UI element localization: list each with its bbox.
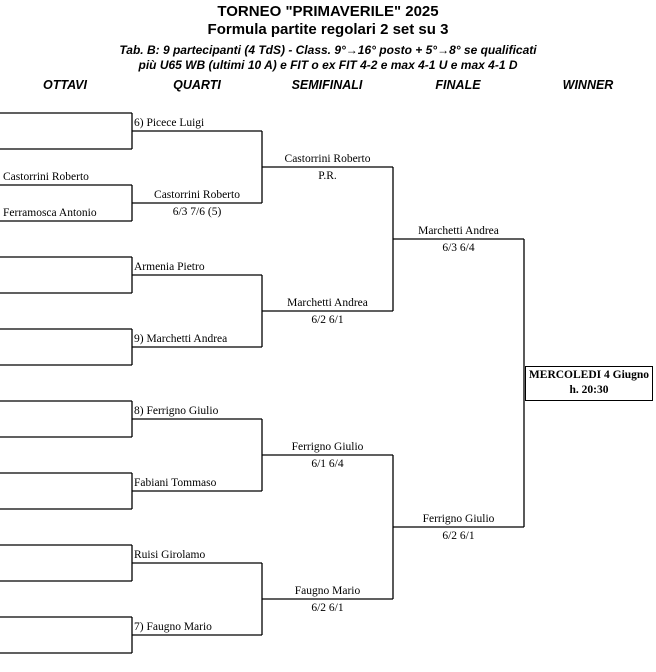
column-header-finale: FINALE <box>435 78 481 92</box>
finale-score: 6/3 6/4 <box>442 242 475 254</box>
ottavi-player-name: Ferramosca Antonio <box>3 207 97 219</box>
finale-player-name: Ferrigno Giulio <box>422 513 495 525</box>
page-title: TORNEO "PRIMAVERILE" 2025 <box>217 3 439 20</box>
quarti-player-name: 9) Marchetti Andrea <box>134 333 228 345</box>
winner-time: h. 20:30 <box>569 384 609 396</box>
column-header-quarti: QUARTI <box>173 78 221 92</box>
quarti-player-name: Castorrini Roberto <box>154 189 240 201</box>
winner-box: MERCOLEDI 4 Giugno h. 20:30 <box>525 366 653 401</box>
semifinali-score: P.R. <box>318 170 337 182</box>
column-header-semifinali: SEMIFINALI <box>291 78 363 92</box>
info-line-2: più U65 WB (ultimi 10 A) e FIT o ex FIT … <box>138 58 518 72</box>
finale-player-name: Marchetti Andrea <box>418 225 499 237</box>
semifinali-player-name: Ferrigno Giulio <box>291 441 364 453</box>
quarti-player-name: Armenia Pietro <box>134 261 205 273</box>
info-line-1: Tab. B: 9 partecipanti (4 TdS) - Class. … <box>119 43 537 57</box>
quarti-player-name: 7) Faugno Mario <box>134 621 212 633</box>
semifinali-score: 6/2 6/1 <box>311 314 344 326</box>
quarti-player-name: Fabiani Tommaso <box>134 477 217 489</box>
finale-score: 6/2 6/1 <box>442 530 475 542</box>
column-header-ottavi: OTTAVI <box>43 78 87 92</box>
semifinali-player-name: Faugno Mario <box>294 585 361 597</box>
winner-date: MERCOLEDI 4 Giugno <box>528 369 650 381</box>
quarti-player-name: Ruisi Girolamo <box>134 549 206 561</box>
page-subtitle: Formula partite regolari 2 set su 3 <box>207 21 449 38</box>
semifinali-score: 6/1 6/4 <box>311 458 344 470</box>
semifinali-player-name: Castorrini Roberto <box>284 153 371 165</box>
quarti-score: 6/3 7/6 (5) <box>172 206 222 218</box>
ottavi-player-name: Castorrini Roberto <box>3 171 89 183</box>
quarti-player-name: 8) Ferrigno Giulio <box>134 405 219 417</box>
column-header-winner: WINNER <box>562 78 614 92</box>
semifinali-score: 6/2 6/1 <box>311 602 344 614</box>
quarti-player-name: 6) Picece Luigi <box>134 117 205 129</box>
semifinali-player-name: Marchetti Andrea <box>287 297 368 309</box>
